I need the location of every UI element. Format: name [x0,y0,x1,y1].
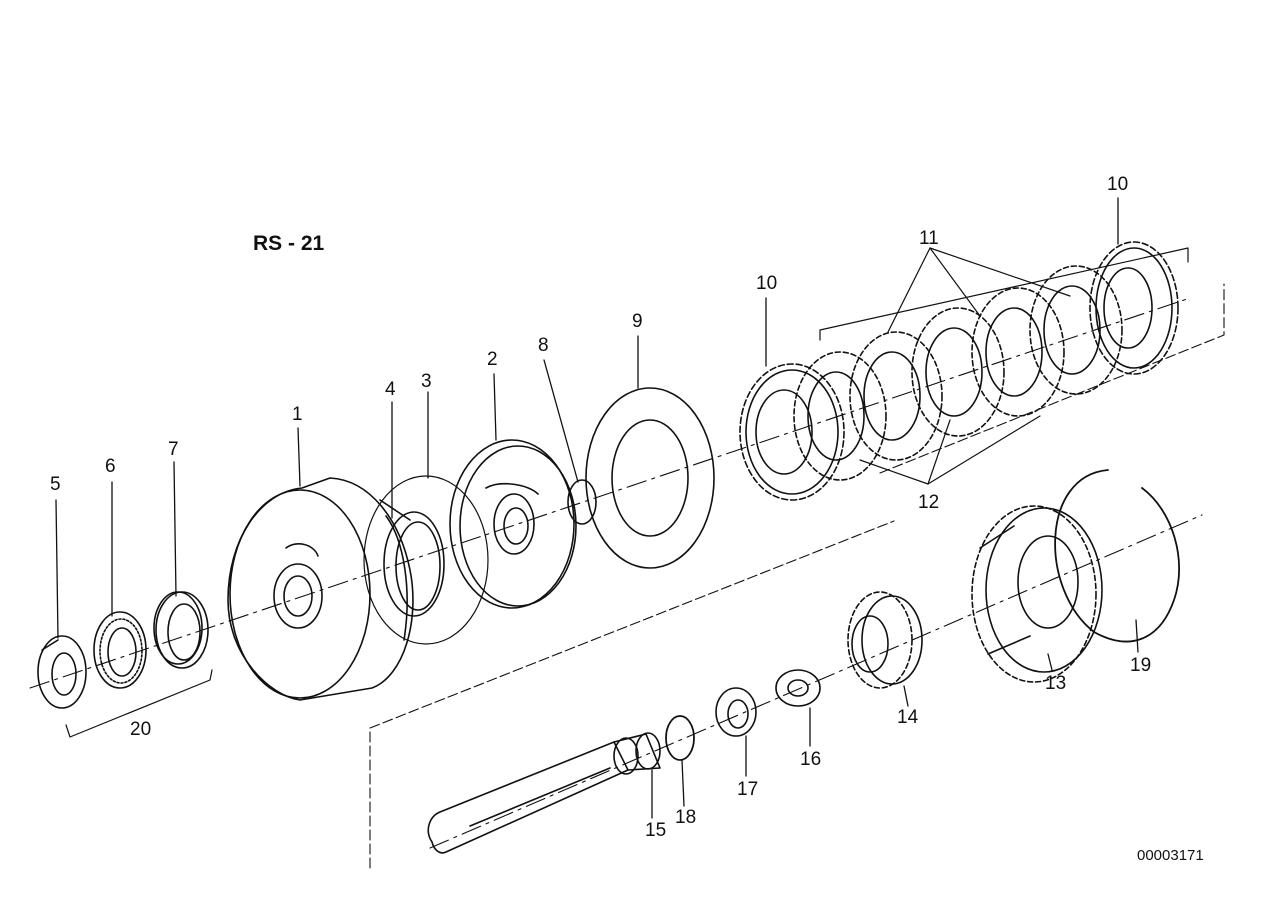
callout-6: 6 [105,456,116,477]
bracket-20 [65,669,213,738]
clutch-pack [793,265,1123,481]
lower-axis-line [429,514,1203,849]
document-number: 00003171 [1137,847,1204,864]
part-17-nut [715,687,757,737]
callout-17: 17 [737,779,759,800]
callout-20: 20 [130,719,152,740]
diagram-title: RS - 21 [253,232,325,255]
callout-8: 8 [538,335,549,356]
callout-10-upper: 10 [1107,174,1129,195]
part-19-circlip [1054,469,1181,643]
leader-lines [55,197,1139,819]
callout-7: 7 [168,439,179,460]
callout-13: 13 [1045,673,1067,694]
callout-5: 5 [50,474,61,495]
part-14-sun-gear [847,591,923,689]
callout-10-lower: 10 [756,273,778,294]
part-10-lower-plate [739,363,845,501]
callout-9: 9 [632,311,643,332]
bracket-11 [819,247,1189,341]
callout-4: 4 [385,379,396,400]
part-8-snap-ring [567,479,597,525]
callout-15: 15 [645,820,667,841]
part-7-race [153,591,209,669]
upper-axis-line [29,297,1191,689]
part-4-ring [383,511,445,617]
bracket-12 [859,415,1041,485]
part-3-seal-ring [363,475,489,645]
part-18-o-ring [665,715,695,761]
part-10-upper-plate [1089,241,1179,375]
part-6-needle-bearing [93,611,147,689]
callout-2: 2 [487,349,498,370]
part-5-washer [37,635,87,709]
callout-1: 1 [292,404,303,425]
callout-14: 14 [897,707,919,728]
part-2-piston [449,439,577,609]
callout-19: 19 [1130,655,1152,676]
part-16-washer [775,669,821,707]
callout-18: 18 [675,807,697,828]
part-13-ring-gear [971,505,1103,683]
callout-3: 3 [421,371,432,392]
part-9-spring-disc [585,387,715,569]
lower-group-frame [369,520,895,869]
part-1-drum [227,477,414,701]
callout-11: 11 [919,228,939,249]
callout-12: 12 [918,492,940,513]
part-15-shaft [427,732,661,854]
callout-16: 16 [800,749,822,770]
clutch-group-frame [879,283,1225,474]
